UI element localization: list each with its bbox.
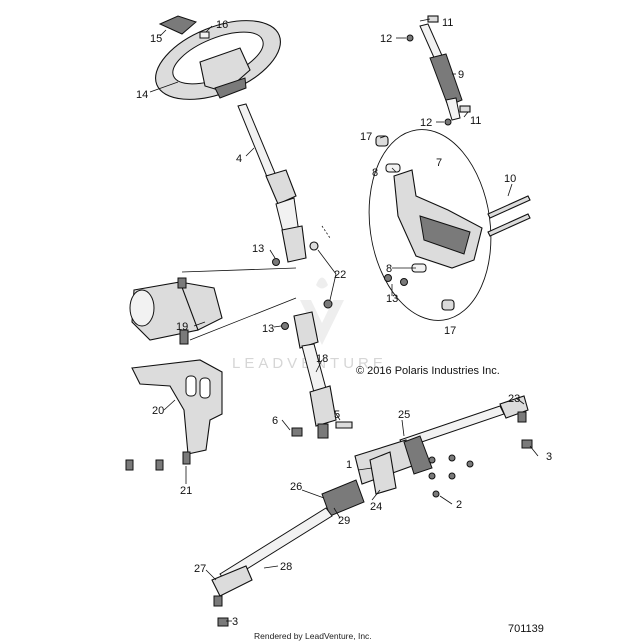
- callout-17-upper: 17: [360, 131, 372, 143]
- callout-1: 1: [346, 459, 352, 471]
- bolt-10[interactable]: [487, 195, 531, 237]
- callout-3-right: 3: [546, 451, 552, 463]
- callout-21: 21: [180, 485, 192, 497]
- upper-steering-shaft[interactable]: [237, 103, 307, 263]
- diagram-number: 701139: [508, 623, 544, 635]
- callout-12-upper: 12: [380, 33, 392, 45]
- callout-15: 15: [150, 33, 162, 45]
- callout-25: 25: [398, 409, 410, 421]
- bolt-5[interactable]: [335, 421, 353, 429]
- callout-8-lower: 8: [386, 263, 392, 275]
- callout-23: 23: [508, 393, 520, 405]
- callout-4: 4: [236, 153, 242, 165]
- nut-12-lower[interactable]: [444, 118, 452, 126]
- callout-24: 24: [370, 501, 382, 513]
- nut-3-left[interactable]: [217, 617, 229, 627]
- callout-5: 5: [334, 409, 340, 421]
- callout-2: 2: [456, 499, 462, 511]
- intermediate-steering-shaft[interactable]: [293, 311, 337, 439]
- callout-leaders: [149, 18, 539, 622]
- bushing-8-upper[interactable]: [385, 163, 401, 173]
- callout-14: 14: [136, 89, 148, 101]
- callout-11-upper: 11: [442, 17, 453, 29]
- callout-13-upper: 13: [252, 243, 264, 255]
- nut-upper[interactable]: [272, 258, 280, 266]
- bolt-22-upper[interactable]: [309, 241, 319, 251]
- bolt-21-c[interactable]: [182, 451, 191, 465]
- leader-line: [321, 225, 331, 239]
- leader-line: [181, 267, 297, 273]
- callout-22: 22: [334, 269, 346, 281]
- callout-16: 16: [216, 19, 228, 31]
- nut-6[interactable]: [291, 427, 303, 437]
- steering-wheel-nut[interactable]: [199, 31, 210, 39]
- callout-27: 27: [194, 563, 206, 575]
- power-steering-motor[interactable]: [129, 277, 223, 345]
- callout-29: 29: [338, 515, 350, 527]
- callout-13-bracket: 13: [386, 293, 398, 305]
- callout-10: 10: [504, 173, 516, 185]
- tie-rod-end-left[interactable]: [211, 565, 253, 607]
- callout-6: 6: [272, 415, 278, 427]
- callout-labels: 15 16 14 4 11 12 9 12 11 17 7 8 10 13 22…: [136, 17, 552, 628]
- callout-8-upper: 8: [372, 167, 378, 179]
- callout-9: 9: [458, 69, 464, 81]
- rack-boot-left[interactable]: [321, 479, 365, 517]
- callout-7: 7: [436, 157, 442, 169]
- callout-28: 28: [280, 561, 292, 573]
- tilt-bracket-assembly[interactable]: [357, 122, 503, 329]
- steering-rack[interactable]: [354, 405, 505, 495]
- callout-17-lower: 17: [444, 325, 456, 337]
- bolt-21-a[interactable]: [125, 459, 134, 471]
- callout-13-mid: 13: [262, 323, 274, 335]
- leader-line: [189, 297, 297, 341]
- bolt-11-lower[interactable]: [459, 105, 471, 113]
- gas-strut[interactable]: [419, 23, 463, 121]
- leadventure-watermark-logo: [300, 277, 344, 345]
- nut-12-upper[interactable]: [406, 34, 414, 42]
- callout-26: 26: [290, 481, 302, 493]
- mounting-bracket[interactable]: [131, 359, 223, 455]
- callout-12-lower: 12: [420, 117, 432, 129]
- rendered-by-credit: Rendered by LeadVenture, Inc.: [254, 631, 372, 641]
- nut-3-right[interactable]: [521, 439, 533, 449]
- steering-wheel-cap[interactable]: [158, 15, 197, 35]
- bolt-22-lower[interactable]: [323, 299, 333, 309]
- copyright-notice: © 2016 Polaris Industries Inc.: [356, 365, 500, 377]
- nut-13-mid[interactable]: [281, 322, 289, 330]
- nut-13-bracket[interactable]: [384, 274, 408, 286]
- bushing-17-upper[interactable]: [375, 135, 389, 147]
- callout-20: 20: [152, 405, 164, 417]
- bolt-21-b[interactable]: [155, 459, 164, 471]
- callout-18: 18: [316, 353, 328, 365]
- callout-11-lower: 11: [470, 115, 481, 127]
- callout-19: 19: [176, 321, 188, 333]
- nuts-2[interactable]: [428, 454, 474, 498]
- callout-3-left: 3: [232, 616, 238, 628]
- steering-wheel[interactable]: [144, 5, 291, 116]
- bushing-17-lower[interactable]: [441, 299, 455, 311]
